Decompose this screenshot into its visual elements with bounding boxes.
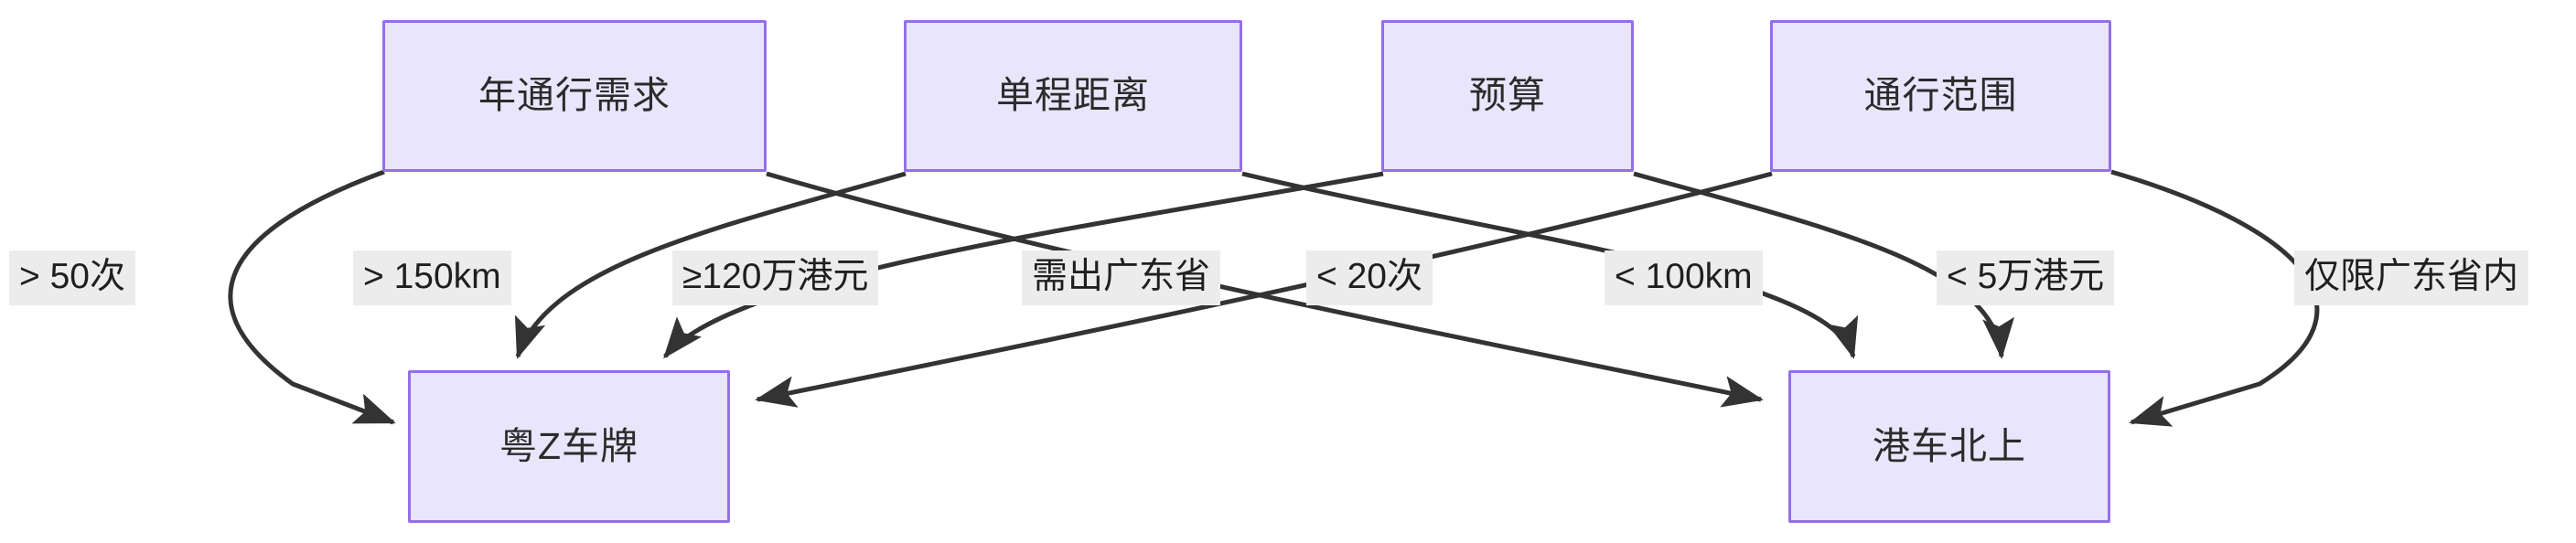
edge-label-lt-20-times: < 20次 bbox=[1306, 250, 1433, 305]
node-travel-scope[interactable]: 通行范围 bbox=[1770, 20, 2111, 172]
edge-label-lt-50k-hkd: < 5万港元 bbox=[1937, 250, 2115, 305]
node-one-way-distance-label: 单程距离 bbox=[996, 74, 1150, 117]
node-hk-north[interactable]: 港车北上 bbox=[1788, 370, 2110, 523]
node-annual-demand[interactable]: 年通行需求 bbox=[382, 20, 767, 172]
node-budget-label: 预算 bbox=[1469, 74, 1546, 117]
edge-label-gt-50-times: > 50次 bbox=[9, 250, 135, 305]
edge-label-gt-150km: > 150km bbox=[353, 250, 511, 305]
node-travel-scope-label: 通行范围 bbox=[1863, 74, 2018, 117]
node-hk-north-label: 港车北上 bbox=[1873, 424, 2026, 467]
edge-travel-scope-to-hk-north bbox=[2110, 169, 2320, 427]
edge-budget-to-yuez-plate bbox=[663, 171, 1384, 359]
edge-label-gte-1200k-hkd: ≥120万港元 bbox=[672, 250, 879, 305]
node-yuez-plate[interactable]: 粤Z车牌 bbox=[408, 370, 730, 523]
edge-annual-demand-to-yuez-plate bbox=[228, 169, 396, 425]
edge-label-lt-100km: < 100km bbox=[1605, 250, 1763, 305]
edge-budget-to-hk-north bbox=[1633, 171, 2015, 359]
edge-label-leave-guangdong: 需出广东省 bbox=[1022, 250, 1221, 305]
node-yuez-plate-label: 粤Z车牌 bbox=[499, 424, 639, 467]
edge-annual-demand-to-hk-north bbox=[766, 171, 1764, 408]
node-annual-demand-label: 年通行需求 bbox=[478, 74, 671, 117]
node-budget[interactable]: 预算 bbox=[1381, 20, 1634, 172]
edge-label-within-guangdong: 仅限广东省内 bbox=[2294, 250, 2529, 305]
edge-one-way-dist-to-yuez-plate bbox=[515, 171, 907, 359]
node-one-way-distance[interactable]: 单程距离 bbox=[904, 20, 1242, 172]
